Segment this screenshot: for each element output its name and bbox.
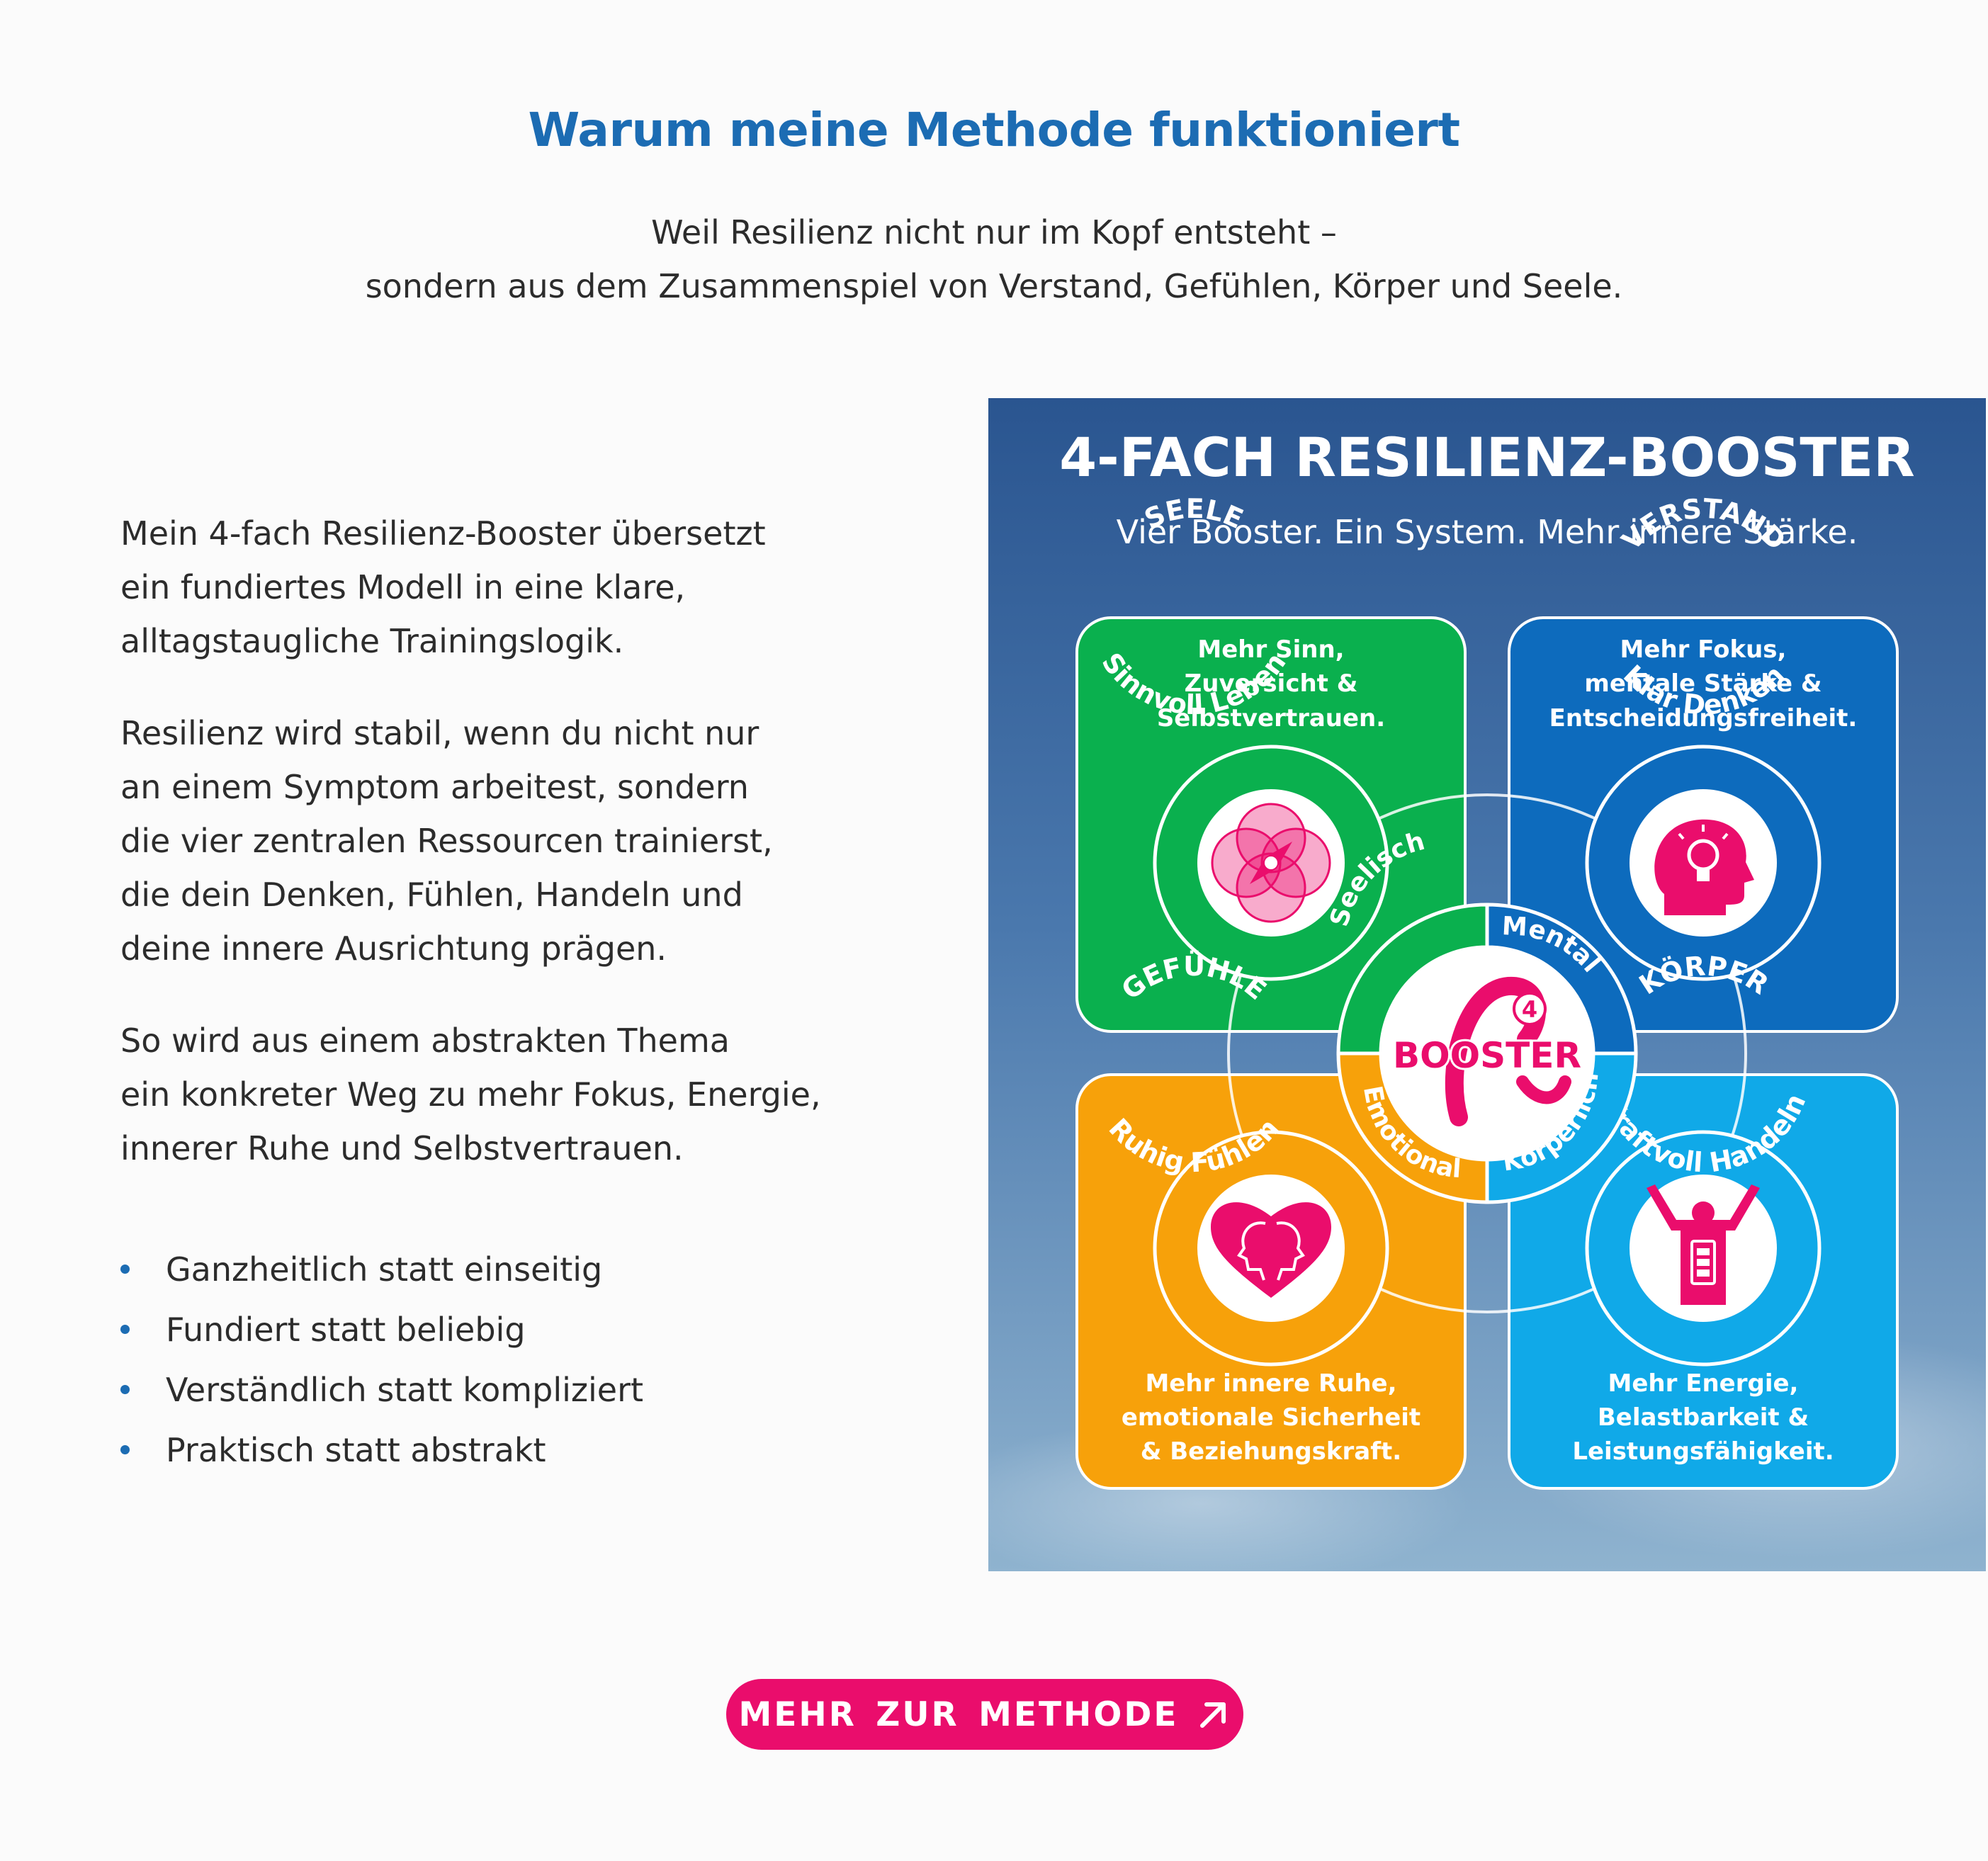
paragraph-1: Mein 4-fach Resilienz-Booster übersetzt … [120, 514, 766, 660]
infographic-title: 4-FACH RESILIENZ-BOOSTER [1059, 426, 1914, 489]
page-subtitle: Weil Resilienz nicht nur im Kopf entsteh… [0, 205, 1988, 313]
seele-benefit-1: Mehr Sinn, [1197, 635, 1344, 664]
method-description: Mein 4-fach Resilienz-Booster übersetzt … [120, 507, 956, 1483]
koerper-benefit-2: Belastbarkeit & [1598, 1403, 1809, 1432]
bullet-icon [120, 1325, 130, 1334]
verstand-benefit-1: Mehr Fokus, [1620, 635, 1787, 664]
connecting-ring [1227, 793, 1747, 1313]
seele-badge [1153, 745, 1389, 981]
list-item: Fundiert statt beliebig [120, 1303, 956, 1357]
booster-logo-text: BOOSTER [1393, 1035, 1581, 1076]
list-item-text: Ganzheitlich statt einseitig [166, 1250, 603, 1289]
gefuehle-benefit-1: Mehr innere Ruhe, [1145, 1369, 1396, 1398]
paragraph-2: Resilienz wird stabil, wenn du nicht nur… [120, 714, 773, 968]
arrow-up-right-icon [1200, 1702, 1226, 1728]
gefuehle-badge [1153, 1130, 1389, 1367]
seele-benefit-3: Selbstvertrauen. [1157, 704, 1385, 732]
more-about-method-button[interactable]: MEHR ZUR METHODE [726, 1679, 1243, 1750]
segment-koerperlich [1485, 1051, 1638, 1204]
koerper-badge [1585, 1130, 1822, 1367]
verstand-badge [1585, 745, 1822, 981]
bullet-icon [120, 1265, 130, 1274]
heart-faces-icon [1211, 1202, 1331, 1298]
cta-label: MEHR ZUR METHODE [738, 1695, 1179, 1734]
center-booster-ring: BOOSTER 4 [1336, 903, 1638, 1204]
verstand-benefit-2: mentale Stärke & [1584, 669, 1822, 698]
head-lightbulb-icon [1654, 819, 1754, 915]
koerper-benefit-3: Leistungsfähigkeit. [1572, 1437, 1834, 1466]
verstand-benefit-3: Entscheidungsfreiheit. [1549, 704, 1858, 732]
benefit-list: Ganzheitlich statt einseitig Fundiert st… [120, 1243, 956, 1477]
seele-benefit-2: Zuversicht & [1185, 669, 1358, 698]
list-item: Verständlich statt kompliziert [120, 1363, 956, 1417]
gefuehle-benefit-2: emotionale Sicherheit [1122, 1403, 1421, 1432]
list-item-text: Fundiert statt beliebig [166, 1311, 526, 1349]
list-item-text: Praktisch statt abstrakt [166, 1431, 546, 1469]
page-title: Warum meine Methode funktioniert [528, 103, 1460, 157]
bullet-icon [120, 1445, 130, 1454]
list-item: Ganzheitlich statt einseitig [120, 1243, 956, 1296]
paragraph-3: So wird aus einem abstrakten Thema ein k… [120, 1022, 821, 1167]
resilienz-booster-infographic: 4-FACH RESILIENZ-BOOSTER Vier Booster. E… [988, 398, 1986, 1571]
bullet-icon [120, 1385, 130, 1394]
gefuehle-benefit-3: & Beziehungskraft. [1141, 1437, 1401, 1466]
compass-flower-icon [1211, 803, 1331, 923]
subtitle-line-2: sondern aus dem Zusammenspiel von Versta… [365, 267, 1623, 305]
subtitle-line-1: Weil Resilienz nicht nur im Kopf entsteh… [651, 213, 1337, 251]
booster-number-badge [1513, 992, 1547, 1026]
list-item-text: Verständlich statt kompliziert [166, 1371, 644, 1409]
person-battery-icon [1647, 1184, 1760, 1305]
koerper-benefit-1: Mehr Energie, [1608, 1369, 1799, 1398]
booster-number: 4 [1522, 996, 1537, 1023]
infographic-tagline: Vier Booster. Ein System. Mehr innere St… [1117, 513, 1858, 551]
list-item: Praktisch statt abstrakt [120, 1423, 956, 1477]
